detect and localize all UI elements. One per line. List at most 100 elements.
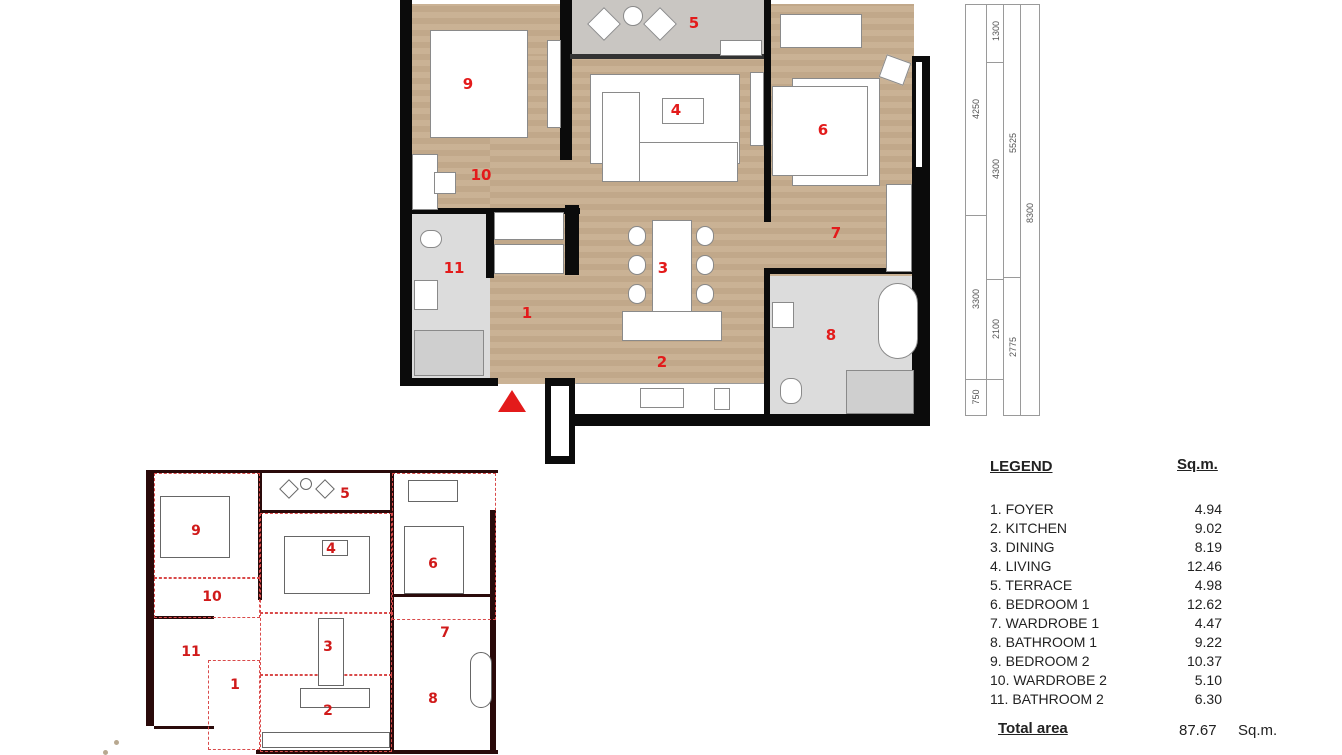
- key-wall-left: [146, 470, 154, 726]
- key-bathtub: [470, 652, 492, 708]
- key-room-number-7: 7: [440, 625, 450, 641]
- key-wall-bath2-bottom: [154, 726, 214, 729]
- legend-item-label: 1. FOYER: [990, 501, 1054, 517]
- legend-item-value: 10.37: [1186, 653, 1222, 669]
- room-number-3: 3: [657, 259, 669, 277]
- toilet-bath1: [780, 378, 802, 404]
- legend-item: 1. FOYER 4.94: [990, 501, 1222, 520]
- key-island: [300, 688, 370, 708]
- dining-chair: [696, 226, 714, 246]
- dining-chair: [696, 284, 714, 304]
- key-bench-bedroom1: [408, 480, 458, 502]
- key-dining-table: [318, 618, 344, 686]
- key-zone-living: [260, 513, 392, 613]
- room-number-5: 5: [688, 14, 700, 32]
- basin-bath2: [414, 280, 438, 310]
- room-number-8: 8: [825, 326, 837, 344]
- bed-bedroom1: [772, 86, 868, 176]
- total-area-unit: Sq.m.: [1238, 722, 1278, 739]
- wardrobe-bedroom2: [547, 40, 561, 128]
- dim-label: 5525: [1008, 132, 1018, 154]
- wall-terrace-left: [560, 0, 572, 160]
- key-room-number-8: 8: [428, 691, 438, 707]
- key-wall-top: [146, 470, 498, 473]
- kitchen-island: [622, 311, 722, 341]
- key-room-number-5: 5: [340, 486, 350, 502]
- legend-item-label: 11. BATHROOM 2: [990, 691, 1104, 707]
- key-room-number-2: 2: [323, 703, 333, 719]
- legend-item-value: 4.47: [1194, 615, 1222, 631]
- dim-col1-c: [965, 379, 987, 416]
- shower-bath2: [414, 330, 484, 376]
- legend-item: 4. LIVING 12.46: [990, 558, 1222, 577]
- key-room-number-6: 6: [428, 556, 438, 572]
- key-terrace-table: [300, 478, 312, 490]
- legend-item-label: 8. BATHROOM 1: [990, 634, 1098, 650]
- dim-label: 4300: [991, 158, 1001, 180]
- wall-right-window: [916, 62, 922, 167]
- terrace-bench: [720, 40, 762, 56]
- dimension-strip: 4250 3300 750 1300 4300 2100 5525 2775 8…: [965, 4, 1043, 416]
- wall-left: [400, 0, 412, 384]
- dim-label: 1300: [991, 20, 1001, 42]
- legend-item-label: 5. TERRACE: [990, 577, 1073, 593]
- bathtub-bath1: [878, 283, 918, 359]
- legend-item-value: 12.46: [1186, 558, 1222, 574]
- legend-item-label: 10. WARDROBE 2: [990, 672, 1107, 688]
- entry-closet: [551, 386, 569, 456]
- key-zone-wardrobe2: [154, 578, 260, 618]
- coffee-table-living: [662, 98, 704, 124]
- legend-item-value: 4.94: [1194, 501, 1222, 517]
- sofa-chaise-living: [602, 92, 640, 182]
- room-number-6: 6: [817, 121, 829, 139]
- total-area-label: Total area: [998, 720, 1068, 737]
- legend-item-value: 9.02: [1194, 520, 1222, 536]
- legend-item-label: 2. KITCHEN: [990, 520, 1068, 536]
- key-wall-bath1: [390, 594, 494, 597]
- wall-bath1-top: [766, 268, 926, 274]
- dim-label: 8300: [1025, 202, 1035, 224]
- wall-bath1-left: [764, 268, 770, 418]
- key-coffee-table: [322, 540, 348, 556]
- dining-chair: [628, 226, 646, 246]
- wall-bath2-top: [410, 208, 580, 214]
- dim-label: 2775: [1008, 336, 1018, 358]
- terrace-table: [623, 6, 643, 26]
- decorative-dot: [103, 750, 108, 755]
- dining-table: [652, 220, 692, 312]
- closet-hallway: [494, 212, 564, 240]
- key-room-number-1: 1: [230, 677, 240, 693]
- room-number-4: 4: [670, 101, 682, 119]
- kitchen-hob: [714, 388, 730, 410]
- washer-hallway: [494, 244, 564, 274]
- tv-console-living: [750, 72, 764, 146]
- legend-item-label: 6. BEDROOM 1: [990, 596, 1090, 612]
- dim-label: 4250: [971, 98, 981, 120]
- room-number-10: 10: [470, 166, 492, 184]
- decorative-dot: [114, 740, 119, 745]
- wall-bedroom1-left: [764, 0, 771, 222]
- dining-chair: [628, 255, 646, 275]
- bed-bedroom2: [430, 30, 528, 138]
- dim-label: 2100: [991, 318, 1001, 340]
- total-area-value: 87.67: [1179, 722, 1217, 739]
- legend-item-label: 4. LIVING: [990, 558, 1052, 574]
- toilet-bath2: [420, 230, 442, 248]
- room-number-11: 11: [443, 259, 465, 277]
- key-wall-terrace: [258, 510, 394, 513]
- key-zone-bedroom1: [392, 473, 496, 620]
- legend-title: LEGEND: [990, 458, 1053, 475]
- legend-item-value: 9.22: [1194, 634, 1222, 650]
- key-bed-bedroom1: [404, 526, 464, 594]
- legend-item-label: 3. DINING: [990, 539, 1055, 555]
- shower-bath1: [846, 370, 914, 414]
- basin-bath1: [772, 302, 794, 328]
- wall-bottom-kitchen: [570, 414, 930, 426]
